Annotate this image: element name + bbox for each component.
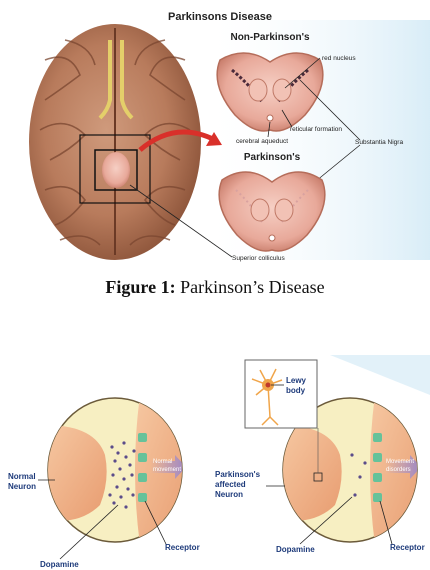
normal-neuron-title-2: Neuron — [8, 482, 36, 491]
movement-disorders-line2: disorders — [386, 467, 411, 473]
cerebral-aqueduct-label: cerebral aqueduct — [236, 138, 288, 145]
neuron-comparison-figure: Normal movement Normal Neuron Receptor D… — [0, 355, 430, 570]
parkinsons-brain-figure: Parkinsons Disease Non-Parkinson's — [0, 0, 430, 262]
superior-colliculus-label: Superior colliculus — [232, 255, 285, 262]
pd-neuron-title-1: Parkinson's — [215, 470, 261, 479]
background-stripe — [330, 355, 430, 395]
caption-text: Parkinson’s Disease — [176, 277, 325, 297]
non-parkinsons-label: Non-Parkinson's — [230, 32, 309, 43]
reticular-formation-label: reticular formation — [290, 126, 342, 133]
substantia-nigra-label: Substantia Nigra — [355, 139, 403, 146]
figure-title: Parkinsons Disease — [168, 11, 272, 23]
pd-neuron-title-3: Neuron — [215, 490, 243, 499]
normal-neuron-title-1: Normal — [8, 472, 36, 481]
parkinsons-label: Parkinson's — [244, 152, 301, 163]
normal-movement-line2: movement — [153, 467, 181, 473]
lewy-body-line2: body — [286, 386, 306, 395]
figure-caption: Figure 1: Parkinson’s Disease — [0, 277, 430, 298]
normal-receptor-label: Receptor — [165, 543, 200, 552]
movement-disorders-line1: Movement — [386, 459, 414, 465]
pd-neuron-title-2: affected — [215, 480, 246, 489]
red-nucleus-label: red nucleus — [322, 55, 356, 62]
lewy-body-line1: Lewy — [286, 376, 307, 385]
pd-receptor-label: Receptor — [390, 543, 425, 552]
normal-movement-line1: Normal — [153, 459, 172, 465]
normal-dopamine-label: Dopamine — [40, 560, 79, 569]
caption-prefix: Figure 1: — [105, 277, 175, 297]
brain-illustration — [29, 24, 201, 260]
pd-dopamine-label: Dopamine — [276, 545, 315, 554]
